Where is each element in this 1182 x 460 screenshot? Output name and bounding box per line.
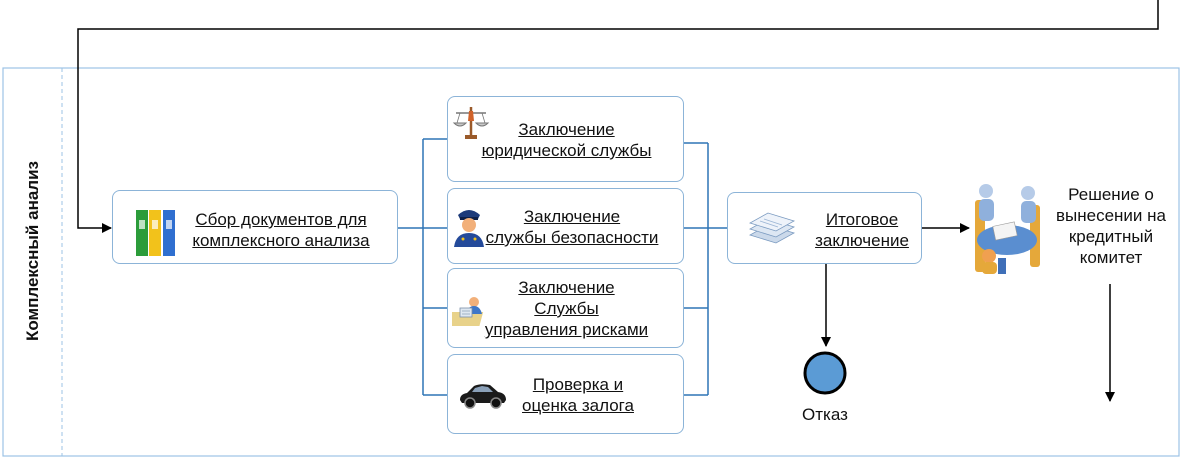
- collateral-line-1: Проверка и: [532, 375, 624, 394]
- fan-in-connectors: [684, 142, 727, 396]
- risk-opinion-task[interactable]: Заключение Службы управления рисками: [447, 268, 684, 348]
- final-label: Итоговое заключение: [806, 209, 918, 251]
- security-opinion-task[interactable]: Заключение службы безопасности: [447, 188, 684, 264]
- fan-out-connectors: [398, 138, 447, 396]
- lane-title: Комплексный анализ: [23, 161, 42, 341]
- risk-analyst-icon: [452, 297, 484, 326]
- final-line-2: заключение: [815, 231, 909, 250]
- final-line-1: Итоговое: [825, 210, 899, 229]
- loop-back-connector: [77, 0, 1159, 233]
- swimlane-border: [2, 67, 1180, 457]
- collect-line-2: комплексного анализа: [192, 231, 370, 250]
- risk-label: Заключение Службы управления рисками: [468, 277, 665, 340]
- collateral-line-2: оценка залога: [522, 396, 634, 415]
- collateral-label: Проверка и оценка залога: [488, 374, 668, 416]
- end-event-circle: [803, 351, 847, 395]
- risk-line-3: управления рисками: [484, 320, 649, 339]
- final-opinion-task[interactable]: Итоговое заключение: [727, 192, 922, 264]
- decision-line-4: комитет: [1079, 248, 1143, 267]
- decision-line-1: Решение о: [1068, 185, 1154, 204]
- binders-icon: [136, 210, 175, 256]
- legal-line-2: юридической службы: [481, 141, 652, 160]
- car-icon: [460, 384, 506, 409]
- risk-line-1: Заключение: [518, 278, 615, 297]
- collect-documents-label: Сбор документов для комплексного анализа: [181, 209, 381, 251]
- meeting-table-icon: [975, 184, 1040, 274]
- collateral-check-task[interactable]: Проверка и оценка залога: [447, 354, 684, 434]
- security-line-2: службы безопасности: [485, 228, 659, 247]
- end-event-label: Отказ: [802, 405, 848, 424]
- decision-line-3: кредитный: [1068, 227, 1154, 246]
- document-stack-icon: [748, 212, 796, 244]
- police-officer-icon: [454, 210, 484, 247]
- risk-line-2: Службы: [534, 299, 599, 318]
- scales-of-justice-icon: [452, 107, 490, 139]
- security-label: Заключение службы безопасности: [472, 206, 672, 248]
- decision-label: Решение о вынесении на кредитный комитет: [1045, 184, 1177, 268]
- legal-opinion-task[interactable]: Заключение юридической службы: [447, 96, 684, 182]
- security-line-1: Заключение: [523, 207, 621, 226]
- legal-label: Заключение юридической службы: [468, 119, 665, 161]
- legal-line-1: Заключение: [518, 120, 615, 139]
- decision-line-2: вынесении на: [1056, 206, 1166, 225]
- collect-documents-task[interactable]: Сбор документов для комплексного анализа: [112, 190, 398, 264]
- collect-line-1: Сбор документов для: [195, 210, 367, 229]
